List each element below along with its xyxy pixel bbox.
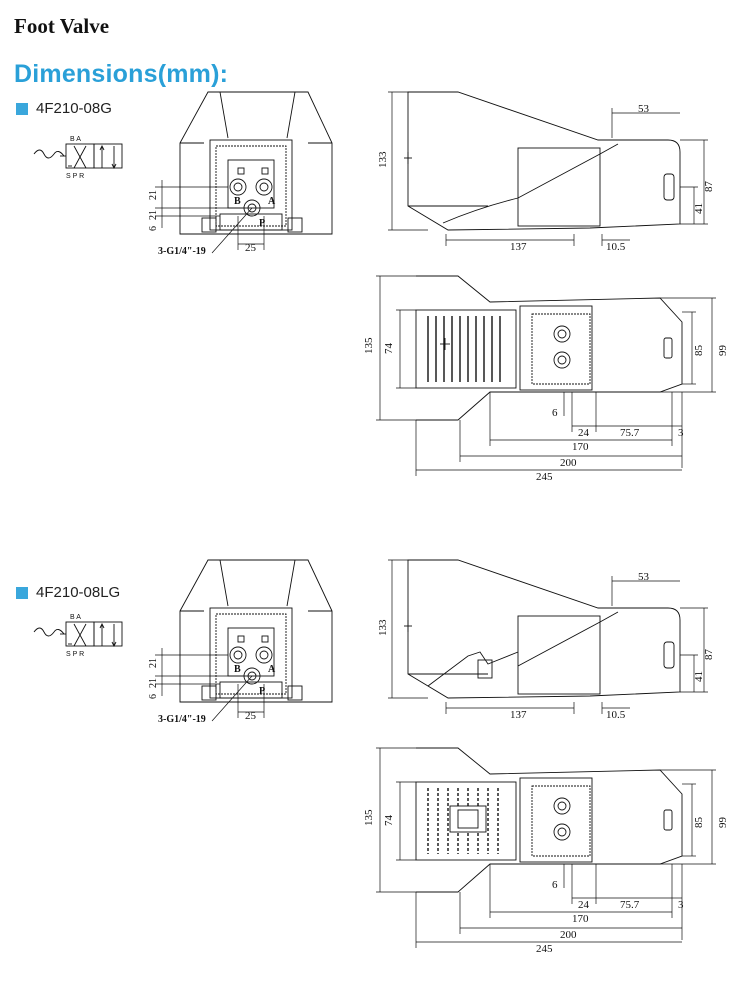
dim-label: 6: [552, 407, 558, 419]
dim-label: 74: [383, 343, 395, 355]
dim-label: 25: [245, 710, 257, 722]
dim-label: 87: [703, 649, 715, 661]
symbol-top-ports: B A: [70, 136, 81, 143]
dim-label: 10.5: [606, 241, 626, 253]
dim-label: 3: [678, 899, 684, 911]
dim-label: 21: [148, 678, 159, 688]
dim-label: 41: [693, 203, 705, 214]
dim-label: 21: [148, 210, 159, 220]
dim-label: 75.7: [620, 899, 640, 911]
dim-label: 170: [572, 913, 589, 925]
dim-label: 245: [536, 943, 553, 955]
dim-label: 10.5: [606, 709, 626, 721]
dim-label: 6: [148, 694, 159, 699]
dim-label: 24: [578, 427, 590, 439]
dim-label: 21: [148, 190, 159, 200]
valve-symbol: B A S P R: [33, 614, 123, 658]
side-view-drawing: 53 133 87 41 137 10.5: [377, 91, 715, 253]
dim-label: 3: [678, 427, 684, 439]
dim-label: 41: [693, 671, 705, 682]
port-label-a: A: [268, 664, 276, 675]
port-label-p: P: [259, 218, 265, 229]
symbol-bottom-ports: S P R: [66, 651, 84, 658]
dim-label: 6: [552, 879, 558, 891]
dim-label: 85: [693, 345, 705, 357]
dim-label: 24: [578, 899, 590, 911]
thread-spec: 3-G1/4"-19: [158, 714, 206, 725]
symbol-bottom-ports: S P R: [66, 173, 84, 180]
front-view-drawing: 21 21 6 25 B A P 3-G1/4"-19: [148, 91, 333, 257]
dim-label: 99: [717, 817, 729, 829]
dim-label: 137: [510, 709, 527, 721]
port-label-a: A: [268, 196, 276, 207]
model-name: 4F210-08G: [36, 100, 112, 117]
thread-spec: 3-G1/4"-19: [158, 246, 206, 257]
dim-label: 6: [148, 226, 159, 231]
dim-label: 245: [536, 471, 553, 483]
port-label-b: B: [234, 664, 241, 675]
dim-label: 170: [572, 441, 589, 453]
dim-label: 200: [560, 929, 577, 941]
dim-label: 200: [560, 457, 577, 469]
dim-label: 135: [363, 337, 375, 354]
section-title: Dimensions(mm):: [14, 60, 229, 88]
dim-label: 87: [703, 181, 715, 193]
square-bullet-icon: [16, 102, 28, 115]
front-view-drawing: 21 21 6 25 B A P 3-G1/4"-19: [148, 559, 333, 725]
port-label-p: P: [259, 686, 265, 697]
dim-label: 133: [377, 619, 389, 636]
valve-symbol: B A S P R: [33, 136, 123, 180]
model-label: 4F210-08LG: [16, 584, 120, 601]
dim-label: 25: [245, 242, 257, 254]
dim-label: 99: [717, 345, 729, 357]
symbol-top-ports: B A: [70, 614, 81, 621]
model-label: 4F210-08G: [16, 100, 112, 117]
dim-label: 74: [383, 815, 395, 827]
dim-label: 85: [693, 817, 705, 829]
dim-label: 53: [638, 103, 650, 115]
dim-label: 21: [148, 658, 159, 668]
square-bullet-icon: [16, 586, 28, 599]
top-view-drawing: 135 74 85 99 6 24 75.7 3 170 200 245: [363, 747, 729, 955]
page-title: Foot Valve: [14, 14, 110, 38]
dim-label: 75.7: [620, 427, 640, 439]
top-view-drawing: 135 74 85 99 6 24 75.7 3 170 200 245: [363, 275, 729, 483]
port-label-b: B: [234, 196, 241, 207]
dim-label: 137: [510, 241, 527, 253]
dim-label: 135: [363, 809, 375, 826]
model-name: 4F210-08LG: [36, 584, 121, 601]
dim-label: 133: [377, 151, 389, 168]
side-view-drawing: 53 133 87 41 137 10.5: [377, 559, 715, 721]
dim-label: 53: [638, 571, 650, 583]
